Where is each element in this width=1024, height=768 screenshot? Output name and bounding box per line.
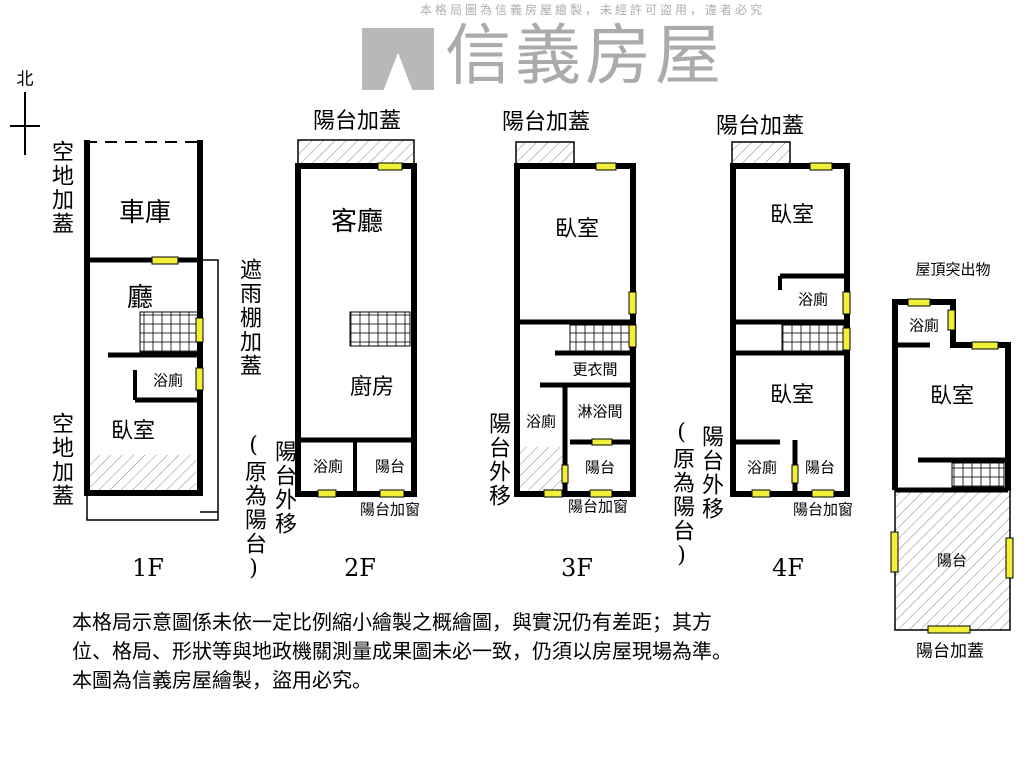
f2-balcony-top-label: 陽台加蓋 (312, 109, 402, 134)
disclaimer: 本格局示意圖係未依一定比例縮小繪製之概繪圖，與實況仍有差距；其方 位、格局、形狀… (72, 608, 732, 695)
roof-balcony-bottom-label: 陽台加蓋 (916, 641, 984, 662)
roof-bath-label: 浴廁 (908, 316, 940, 335)
f2-orig-label: (原為陽台) (241, 433, 266, 583)
north-label: 北 (16, 69, 34, 90)
f2-balcony-label: 陽台 (374, 457, 406, 476)
disclaimer-line-3: 本圖為信義房屋繪製，盜用必究。 (72, 668, 372, 692)
f1-left-top-label: 空地加蓋 (48, 140, 73, 236)
f3-bedroom-label: 臥室 (554, 217, 600, 242)
f2-living-label: 客廳 (330, 207, 384, 237)
north-arrow-icon (10, 92, 40, 155)
window-markers (151, 162, 1014, 634)
f3-shower-label: 淋浴間 (577, 402, 623, 421)
f2-bath-label: 浴廁 (312, 457, 344, 476)
f3-moved-label: 陽台外移 (485, 412, 510, 508)
f3-floor-label: 3F (561, 554, 593, 582)
watermark-notice: 本格局圖為信義房屋繪製，未經許可盜用，違者必究 (420, 3, 766, 17)
f4-bath1-label: 浴廁 (797, 290, 829, 309)
f4-bedroom1-label: 臥室 (769, 203, 815, 228)
disclaimer-line-1: 本格局示意圖係未依一定比例縮小繪製之概繪圖，與實況仍有差距；其方 (72, 610, 712, 634)
f1-bath-label: 浴廁 (152, 371, 184, 390)
floor-2f-plan (295, 139, 417, 497)
f4-bedroom2-label: 臥室 (769, 383, 815, 408)
floor-3f-plan (514, 141, 636, 497)
f4-moved-label: 陽台外移 (698, 425, 723, 521)
f3-balcony-label: 陽台 (584, 458, 616, 477)
f1-bedroom-label: 臥室 (110, 419, 156, 444)
f4-balcony-top-label: 陽台加蓋 (715, 114, 805, 139)
f4-floor-label: 4F (772, 554, 804, 582)
f4-window-label: 陽台加窗 (792, 500, 854, 519)
f3-bath-label: 浴廁 (525, 412, 557, 431)
roof-title-label: 屋頂突出物 (915, 260, 991, 279)
f4-bath2-label: 浴廁 (746, 458, 778, 477)
f4-orig-label: (原為陽台) (669, 420, 694, 570)
f1-garage-label: 車庫 (118, 198, 172, 228)
f4-balcony-label: 陽台 (804, 458, 836, 477)
f1-awning-label: 遮雨棚加蓋 (236, 258, 261, 378)
floor-roof-plan (892, 299, 1011, 631)
floor-4f-plan (730, 141, 850, 497)
roof-bedroom-label: 臥室 (929, 384, 975, 409)
f2-kitchen-label: 廚房 (349, 375, 395, 400)
f1-left-bottom-label: 空地加蓋 (48, 412, 73, 508)
f1-hall-label: 廳 (126, 283, 154, 313)
f3-closet-label: 更衣間 (572, 360, 618, 379)
f2-floor-label: 2F (344, 554, 376, 582)
f3-balcony-top-label: 陽台加蓋 (501, 110, 591, 135)
watermark-brand: 信義房屋 (445, 17, 725, 94)
roof-balcony-label: 陽台 (936, 551, 968, 570)
f3-window-label: 陽台加窗 (567, 497, 629, 516)
floor-1f-plan (84, 140, 219, 521)
f2-window-label: 陽台加窗 (359, 500, 421, 519)
f1-floor-label: 1F (132, 554, 164, 582)
f2-moved-label: 陽台外移 (271, 440, 296, 536)
disclaimer-line-2: 位、格局、形狀等與地政機關測量成果圖未必一致，仍須以房屋現場為準。 (72, 639, 732, 663)
